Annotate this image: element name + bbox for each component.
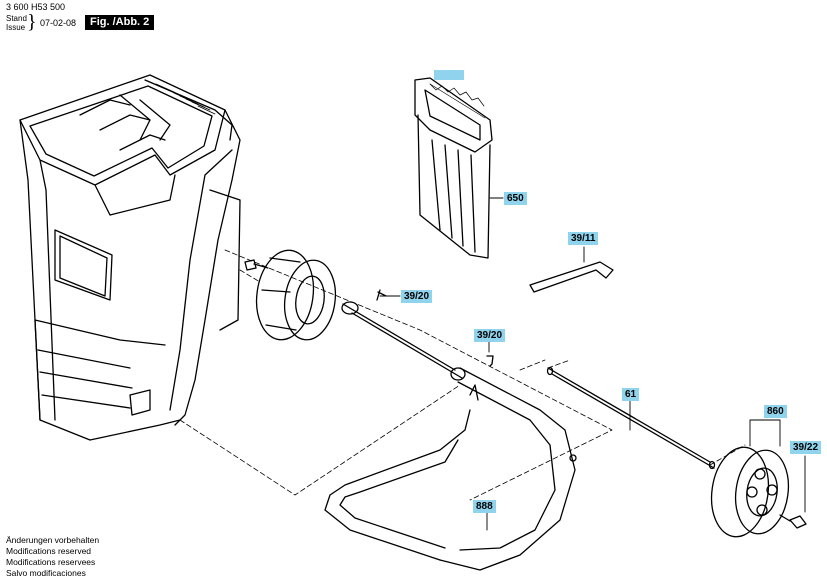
shredder-body (19, 74, 241, 441)
axle-rod-part (546, 366, 716, 470)
frame-part (324, 301, 577, 571)
vent-grille (149, 81, 216, 115)
callout-61: 61 (622, 388, 640, 401)
assembly-guide-lines (179, 249, 746, 501)
stand-issue-label: Stand Issue (6, 14, 27, 32)
notice-line-fr: Modifications reservees (6, 557, 96, 567)
issue-date: 07-02-08 (40, 18, 77, 28)
callout-39-22: 39/22 (790, 441, 822, 454)
notice-line-es: Salvo modificaciones (6, 568, 86, 578)
issue-label: Issue (6, 23, 26, 32)
callout-650: 650 (504, 192, 527, 205)
allen-key-part (529, 261, 614, 293)
left-wheel-part (255, 249, 337, 341)
callout-39-11: 39/11 (568, 232, 599, 245)
notice-line-de: Änderungen vorbehalten (6, 535, 100, 545)
stand-label: Stand (6, 14, 27, 23)
notice-line-en: Modifications reserved (6, 546, 92, 556)
modifications-notice: Änderungen vorbehalten Modifications res… (6, 535, 99, 579)
grass-bag-part (414, 77, 493, 259)
figure-label: Fig. /Abb. 2 (85, 15, 155, 30)
brace-glyph: } (27, 11, 37, 33)
highlight-marker (434, 70, 464, 80)
callout-860: 860 (764, 405, 787, 418)
callout-39-20-right: 39/20 (474, 329, 506, 342)
screw-parts (244, 259, 807, 529)
callout-leader-lines (379, 197, 806, 531)
callout-888: 888 (473, 500, 496, 513)
part-number: 3 600 H53 500 (6, 2, 66, 12)
right-wheel-part (710, 446, 790, 538)
callout-39-20-left: 39/20 (401, 290, 433, 303)
